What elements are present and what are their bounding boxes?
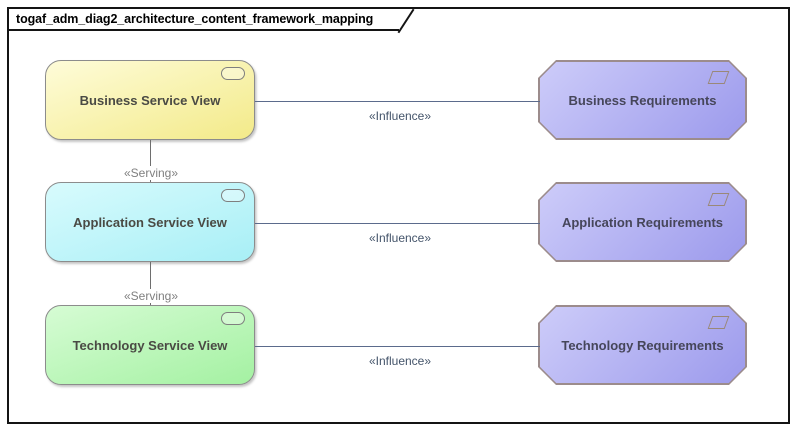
node-technology-service-view[interactable]: Technology Service View (45, 305, 255, 385)
node-label: Application Service View (73, 214, 227, 230)
diagram-title: togaf_adm_diag2_architecture_content_fra… (16, 12, 374, 26)
service-icon (221, 67, 245, 80)
octagon-fill: Business Requirements (540, 62, 746, 139)
node-label: Technology Service View (72, 337, 228, 353)
influence-label: «Influence» (350, 354, 450, 368)
node-business-requirements[interactable]: Business Requirements (538, 60, 747, 140)
requirement-icon (708, 71, 730, 84)
node-label: Technology Requirements (561, 337, 724, 353)
node-application-requirements[interactable]: Application Requirements (538, 182, 747, 262)
diagram-title-tab[interactable]: togaf_adm_diag2_architecture_content_fra… (9, 9, 399, 31)
node-label: Application Requirements (561, 214, 724, 230)
influence-connector-business[interactable] (255, 101, 540, 102)
octagon-fill: Application Requirements (540, 184, 746, 261)
serving-label: «Serving» (110, 289, 192, 303)
service-icon (221, 189, 245, 202)
octagon-fill: Technology Requirements (540, 307, 746, 384)
node-technology-requirements[interactable]: Technology Requirements (538, 305, 747, 385)
tab-edge (397, 8, 415, 34)
node-label: Business Requirements (568, 92, 717, 108)
influence-label: «Influence» (350, 109, 450, 123)
influence-connector-application[interactable] (255, 223, 540, 224)
service-icon (221, 312, 245, 325)
node-application-service-view[interactable]: Application Service View (45, 182, 255, 262)
diagram-frame: togaf_adm_diag2_architecture_content_fra… (7, 7, 790, 424)
requirement-icon (708, 193, 730, 206)
serving-connector-business-application[interactable] (150, 140, 151, 182)
requirement-icon (708, 316, 730, 329)
influence-connector-technology[interactable] (255, 346, 540, 347)
influence-label: «Influence» (350, 231, 450, 245)
node-label: Business Service View (79, 92, 221, 108)
node-business-service-view[interactable]: Business Service View (45, 60, 255, 140)
serving-connector-application-technology[interactable] (150, 262, 151, 305)
serving-label: «Serving» (110, 166, 192, 180)
